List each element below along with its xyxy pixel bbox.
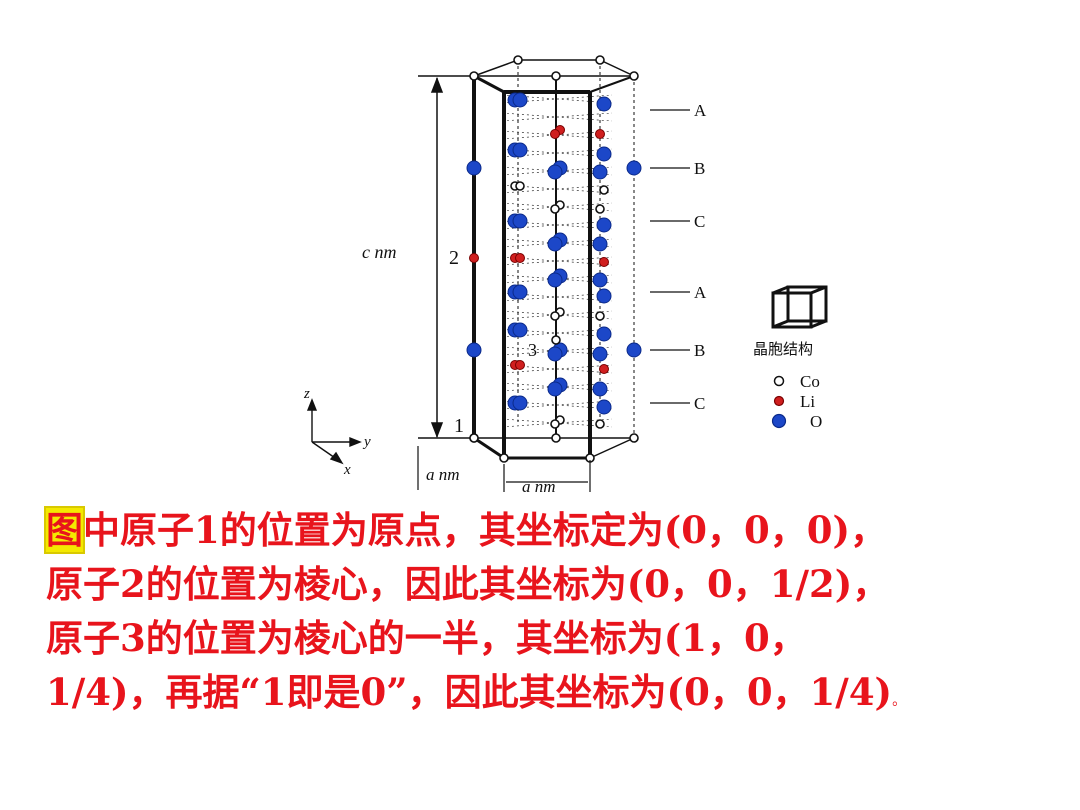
layer-atom [592, 164, 608, 180]
layer-atom [596, 217, 612, 233]
layer-atom [550, 419, 560, 429]
top-edge [599, 59, 635, 77]
layer-atom [599, 364, 609, 374]
corner-co-atom [629, 71, 639, 81]
atom-3-label: 3 [528, 340, 537, 360]
legend-co-label: Co [800, 372, 820, 391]
top-edge-front [473, 74, 505, 94]
text-line-1-body: 中原子1的位置为原点，其坐标定为(0，0，0)， [83, 508, 887, 552]
highlighted-char: 图 [44, 506, 85, 554]
layer-atom [550, 129, 560, 139]
corner-co-atom [513, 55, 523, 65]
layer-atom [596, 288, 612, 304]
edge-o-atom [466, 342, 482, 358]
layer-atom [592, 346, 608, 362]
layer-atom [592, 272, 608, 288]
legend-li-label: Li [800, 392, 815, 411]
bottom-edge [589, 437, 635, 459]
layer-atom [512, 213, 528, 229]
legend-co-marker [773, 375, 785, 387]
layer-atom [599, 257, 609, 267]
layer-atom [512, 395, 528, 411]
text-line-4-body: 1/4)，再据“1即是0”，因此其坐标为(0，0，1/4) [46, 670, 893, 714]
layer-atom [550, 204, 560, 214]
z-axis-label: z [303, 386, 310, 402]
layer-atom [512, 92, 528, 108]
layer-label-c2: C [694, 394, 705, 413]
edge-o-atom [626, 342, 642, 358]
bottom-edge [473, 436, 505, 460]
corner-co-atom [551, 433, 561, 443]
layer-atom [595, 311, 605, 321]
corner-co-atom [595, 55, 605, 65]
layer-atom [596, 399, 612, 415]
atom-3 [551, 335, 561, 345]
edge-o-atom [626, 160, 642, 176]
legend-li-marker [773, 395, 785, 407]
corner-co-atom [551, 71, 561, 81]
layer-atom [596, 96, 612, 112]
unit-cell-icon [771, 285, 828, 329]
layer-atom [592, 236, 608, 252]
text-line-1: 图中原子1的位置为原点，其坐标定为(0，0，0)， [44, 503, 1076, 557]
layer-atom [595, 419, 605, 429]
layer-atom [547, 272, 563, 288]
layer-atom [550, 311, 560, 321]
layer-label-b1: B [694, 159, 705, 178]
a-label-right: a nm [522, 477, 556, 496]
legend-o-label: O [810, 412, 822, 431]
x-axis-label: x [343, 462, 351, 478]
top-edge [473, 59, 519, 77]
text-line-2: 原子2的位置为棱心，因此其坐标为(0，0，1/2)， [46, 562, 890, 606]
layer-atom [595, 129, 605, 139]
layer-atom [512, 284, 528, 300]
atoms-group [466, 55, 642, 463]
layer-atom [512, 322, 528, 338]
a-dimension-lines [417, 446, 591, 492]
layer-atom [599, 185, 609, 195]
unit-cell-caption: 晶胞结构 [753, 340, 813, 358]
c-dimension-arrow [418, 75, 470, 439]
layer-atom [547, 236, 563, 252]
layer-label-a1: A [694, 101, 707, 120]
corner-co-atom [629, 433, 639, 443]
corner-co-atom [469, 71, 479, 81]
corner-co-atom [499, 453, 509, 463]
atom-2-label: 2 [449, 247, 459, 269]
y-axis-label: y [362, 434, 371, 450]
explanation-text: 图中原子1的位置为原点，其坐标定为(0，0，0)， 原子2的位置为棱心，因此其坐… [44, 503, 1076, 728]
layer-atom [547, 381, 563, 397]
layer-atom [596, 326, 612, 342]
cell-frame [472, 59, 635, 460]
top-edge-front [589, 75, 635, 93]
atom-1-label: 1 [454, 415, 464, 437]
layer-atom [592, 381, 608, 397]
layer-label-a2: A [694, 283, 707, 302]
layer-label-c1: C [694, 212, 705, 231]
atom-1 [469, 433, 479, 443]
c-label: c nm [362, 242, 397, 262]
legend-o-marker [771, 413, 787, 429]
layer-labels [650, 109, 690, 404]
crystal-structure-figure: c nm 1 2 3 A B C A B C a nm a nm z y x [303, 55, 828, 496]
layer-atom [595, 204, 605, 214]
edge-o-atom [466, 160, 482, 176]
layer-label-b2: B [694, 341, 705, 360]
axes-indicator [306, 398, 362, 465]
layer-atom [547, 346, 563, 362]
layer-atom [596, 146, 612, 162]
text-line-3: 原子3的位置为棱心的一半，其坐标为(1，0， [46, 616, 807, 660]
layer-atom [515, 360, 525, 370]
layer-atom [547, 164, 563, 180]
legend: Co Li O [771, 372, 822, 431]
text-line-4-end: 。 [892, 693, 907, 709]
layer-atom [515, 181, 525, 191]
layer-atom [515, 253, 525, 263]
text-line-4: 1/4)，再据“1即是0”，因此其坐标为(0，0，1/4)。 [46, 665, 1076, 728]
atom-2 [469, 253, 479, 263]
a-label-left: a nm [426, 465, 460, 484]
layer-atom [512, 142, 528, 158]
